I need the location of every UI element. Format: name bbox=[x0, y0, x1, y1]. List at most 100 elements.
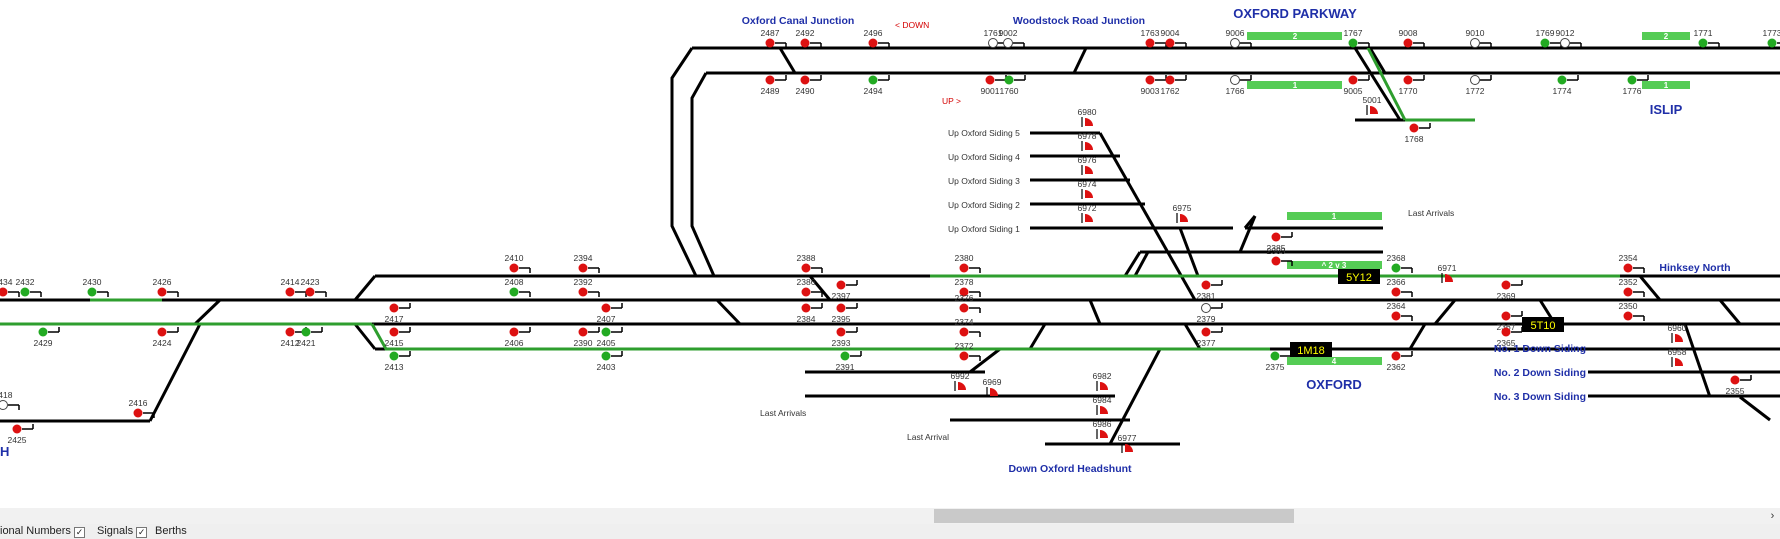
shunt-signal-6986[interactable]: 6986 bbox=[1093, 419, 1112, 439]
signal-2430[interactable]: 2430 bbox=[83, 277, 109, 297]
signal-2362[interactable]: 2362 bbox=[1387, 351, 1413, 372]
signal-2403[interactable]: 2403 bbox=[597, 351, 623, 372]
signal-9002[interactable]: 9002 bbox=[999, 28, 1025, 48]
berth-1m18[interactable]: 1M18 bbox=[1290, 342, 1332, 357]
signal-2397[interactable]: 2397 bbox=[832, 280, 858, 301]
signal-1772[interactable]: 1772 bbox=[1466, 75, 1492, 96]
signal-1767[interactable]: 1767 bbox=[1344, 28, 1370, 48]
shunt-signal-6978[interactable]: 6978 bbox=[1078, 131, 1097, 151]
signal-1771[interactable]: 1771 bbox=[1694, 28, 1720, 48]
signal-2414[interactable]: 2414 bbox=[281, 277, 307, 297]
signal-2386[interactable]: 2386 bbox=[797, 277, 823, 297]
signal-2376[interactable]: 2376 bbox=[955, 293, 981, 313]
signal-2355[interactable]: 2355 bbox=[1726, 375, 1752, 396]
signal-2426[interactable]: 2426 bbox=[153, 277, 179, 297]
horizontal-scrollbar[interactable] bbox=[0, 508, 1765, 524]
signal-2407[interactable]: 2407 bbox=[597, 303, 623, 324]
signal-2372[interactable]: 2372 bbox=[955, 341, 981, 361]
scrollbar-thumb[interactable] bbox=[934, 509, 1294, 523]
berth-5y12[interactable]: 5Y12 bbox=[1338, 269, 1380, 284]
shunt-signal-6972[interactable]: 6972 bbox=[1078, 203, 1097, 223]
signal-9003[interactable]: 9003 bbox=[1141, 75, 1167, 96]
signal-2354[interactable]: 2354 bbox=[1619, 253, 1645, 273]
signal-9004[interactable]: 9004 bbox=[1161, 28, 1187, 48]
signal-2417[interactable]: 2417 bbox=[385, 303, 411, 324]
shunt-signal-6960[interactable]: 6960 bbox=[1668, 323, 1687, 343]
option-berths[interactable]: Berths bbox=[155, 524, 187, 539]
shunt-signal-6958[interactable]: 6958 bbox=[1668, 347, 1687, 367]
signal-9012[interactable]: 9012 bbox=[1556, 28, 1582, 48]
signal-2384[interactable]: 2384 bbox=[797, 303, 823, 324]
signal-2410[interactable]: 2410 bbox=[505, 253, 531, 273]
signal-9010[interactable]: 9010 bbox=[1466, 28, 1492, 48]
signal-2367[interactable]: 2367 bbox=[1497, 311, 1523, 332]
shunt-signal-6977[interactable]: 6977 bbox=[1118, 433, 1137, 453]
shunt-signal-6971[interactable]: 6971 bbox=[1438, 263, 1457, 283]
signal-2352[interactable]: 2352 bbox=[1619, 277, 1645, 297]
signal-9008[interactable]: 9008 bbox=[1399, 28, 1425, 48]
berth-5t10[interactable]: 5T10 bbox=[1522, 317, 1564, 332]
signal-2418[interactable]: 2418 bbox=[0, 390, 20, 410]
signal-2392[interactable]: 2392 bbox=[574, 277, 600, 297]
option-berths-checkbox[interactable]: ✓ bbox=[136, 527, 148, 538]
shunt-signal-6984[interactable]: 6984 bbox=[1093, 395, 1112, 415]
signal-2390[interactable]: 2390 bbox=[574, 327, 600, 348]
signal-2381[interactable]: 2381 bbox=[1197, 280, 1223, 301]
signal-2487[interactable]: 2487 bbox=[761, 28, 787, 48]
signal-2380[interactable]: 2380 bbox=[955, 253, 981, 273]
shunt-signal-6974[interactable]: 6974 bbox=[1078, 179, 1097, 199]
shunt-signal-6975[interactable]: 6975 bbox=[1173, 203, 1192, 223]
signal-1770[interactable]: 1770 bbox=[1399, 75, 1425, 96]
signal-1768[interactable]: 1768 bbox=[1405, 123, 1431, 144]
option-signals[interactable]: Signals ✓ bbox=[97, 524, 150, 539]
signal-2391[interactable]: 2391 bbox=[836, 351, 862, 372]
signal-9005[interactable]: 9005 bbox=[1344, 75, 1370, 96]
signal-2374[interactable]: 2374 bbox=[955, 317, 981, 337]
signal-1774[interactable]: 1774 bbox=[1553, 75, 1579, 96]
signal-2496[interactable]: 2496 bbox=[864, 28, 890, 48]
signal-1773[interactable]: 1773 bbox=[1763, 28, 1780, 48]
signal-2406[interactable]: 2406 bbox=[505, 327, 531, 348]
signal-2416[interactable]: 2416 bbox=[129, 398, 155, 418]
signal-9006[interactable]: 9006 bbox=[1226, 28, 1252, 48]
shunt-signal-5001[interactable]: 5001 bbox=[1363, 95, 1382, 115]
signal-2424[interactable]: 2424 bbox=[153, 327, 179, 348]
signal-2369[interactable]: 2369 bbox=[1497, 280, 1523, 301]
signal-2492[interactable]: 2492 bbox=[796, 28, 822, 48]
signal-2423[interactable]: 2423 bbox=[301, 277, 327, 297]
signal-2383[interactable]: 2383 bbox=[1267, 246, 1293, 266]
signal-1766[interactable]: 1766 bbox=[1226, 75, 1252, 96]
signal-2421[interactable]: 2421 bbox=[297, 327, 323, 348]
scroll-right-arrow-icon[interactable]: › bbox=[1765, 508, 1780, 524]
signal-2385[interactable]: 2385 bbox=[1267, 232, 1293, 253]
signal-2413[interactable]: 2413 bbox=[385, 351, 411, 372]
shunt-signal-6992[interactable]: 6992 bbox=[951, 371, 970, 391]
signal-2415[interactable]: 2415 bbox=[385, 327, 411, 348]
signal-2494[interactable]: 2494 bbox=[864, 75, 890, 96]
signal-2393[interactable]: 2393 bbox=[832, 327, 858, 348]
signal-1763[interactable]: 1763 bbox=[1141, 28, 1167, 48]
shunt-signal-6969[interactable]: 6969 bbox=[983, 377, 1002, 397]
signal-2489[interactable]: 2489 bbox=[761, 75, 787, 96]
signal-2366[interactable]: 2366 bbox=[1387, 277, 1413, 297]
signal-2405[interactable]: 2405 bbox=[597, 327, 623, 348]
signal-2388[interactable]: 2388 bbox=[797, 253, 823, 273]
option-numbers[interactable]: ional Numbers ✓ bbox=[0, 524, 88, 539]
signal-2408[interactable]: 2408 bbox=[505, 277, 531, 297]
signal-2364[interactable]: 2364 bbox=[1387, 301, 1413, 321]
signal-1762[interactable]: 1762 bbox=[1161, 75, 1187, 96]
option-signals-checkbox[interactable]: ✓ bbox=[73, 527, 85, 538]
signal-1760[interactable]: 1760 bbox=[1000, 75, 1026, 96]
shunt-signal-6980[interactable]: 6980 bbox=[1078, 107, 1097, 127]
signal-2379[interactable]: 2379 bbox=[1197, 303, 1223, 324]
signal-1776[interactable]: 1776 bbox=[1623, 75, 1649, 96]
signal-2425[interactable]: 2425 bbox=[8, 424, 34, 445]
signal-2394[interactable]: 2394 bbox=[574, 253, 600, 273]
shunt-signal-6976[interactable]: 6976 bbox=[1078, 155, 1097, 175]
signal-2377[interactable]: 2377 bbox=[1197, 327, 1223, 348]
signal-2429[interactable]: 2429 bbox=[34, 327, 60, 348]
signal-2378[interactable]: 2378 bbox=[955, 277, 981, 297]
shunt-signal-6982[interactable]: 6982 bbox=[1093, 371, 1112, 391]
signal-2432[interactable]: 2432 bbox=[16, 277, 42, 297]
signal-2490[interactable]: 2490 bbox=[796, 75, 822, 96]
